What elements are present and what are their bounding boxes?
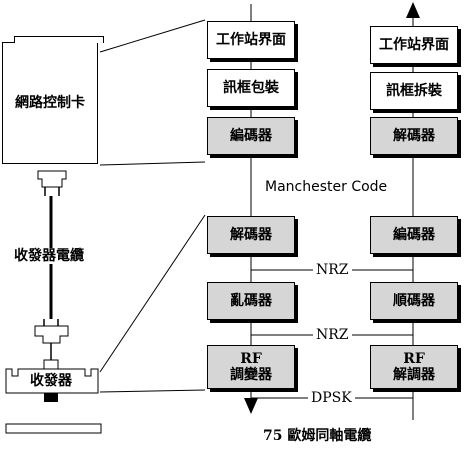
left-decoder: 解碼器 (207, 216, 295, 254)
cable-label: 收發器電纜 (14, 248, 84, 264)
transceiver-tap (44, 393, 58, 402)
card-edge (14, 36, 104, 43)
coax-segment (5, 423, 102, 434)
coax-label: 75 歐姆同軸電纜 (263, 428, 372, 444)
left-encoder: 編碼器 (207, 117, 295, 155)
left-scrambler: 亂碼器 (207, 282, 295, 320)
network-control-card-label: 網路控制卡 (15, 94, 85, 111)
right-workstation-interface: 工作站界面 (370, 26, 458, 64)
transceiver-body (5, 368, 99, 394)
manchester-code-label: Manchester Code (262, 179, 391, 195)
right-descrambler: 順碼器 (370, 282, 458, 320)
dpsk-label: DPSK (308, 390, 355, 406)
nrz-label-1: NRZ (313, 262, 352, 278)
nrz-label-2: NRZ (313, 327, 352, 343)
zoom-line-transceiver-top (99, 214, 206, 373)
right-rf-demodulator: RF 解調器 (370, 345, 458, 389)
left-rf-modulator: RF 調變器 (207, 345, 295, 389)
left-frame-packer: 訊框包裝 (207, 69, 295, 107)
left-down-arrow (244, 398, 258, 414)
right-encoder: 編碼器 (370, 216, 458, 254)
zoom-line-bottom (99, 161, 206, 166)
cable-end-connector (34, 325, 69, 344)
zoom-line-top (99, 19, 206, 53)
transceiver-label: 收發器 (30, 373, 72, 389)
zoom-line-transceiver-bottom (99, 389, 206, 393)
card-connector (37, 170, 67, 188)
left-workstation-interface: 工作站界面 (207, 21, 295, 59)
right-frame-unpacker: 訊框拆裝 (370, 72, 458, 110)
right-decoder: 解碼器 (370, 117, 458, 155)
right-up-arrow (406, 2, 420, 18)
network-control-card: 網路控制卡 (2, 42, 98, 164)
